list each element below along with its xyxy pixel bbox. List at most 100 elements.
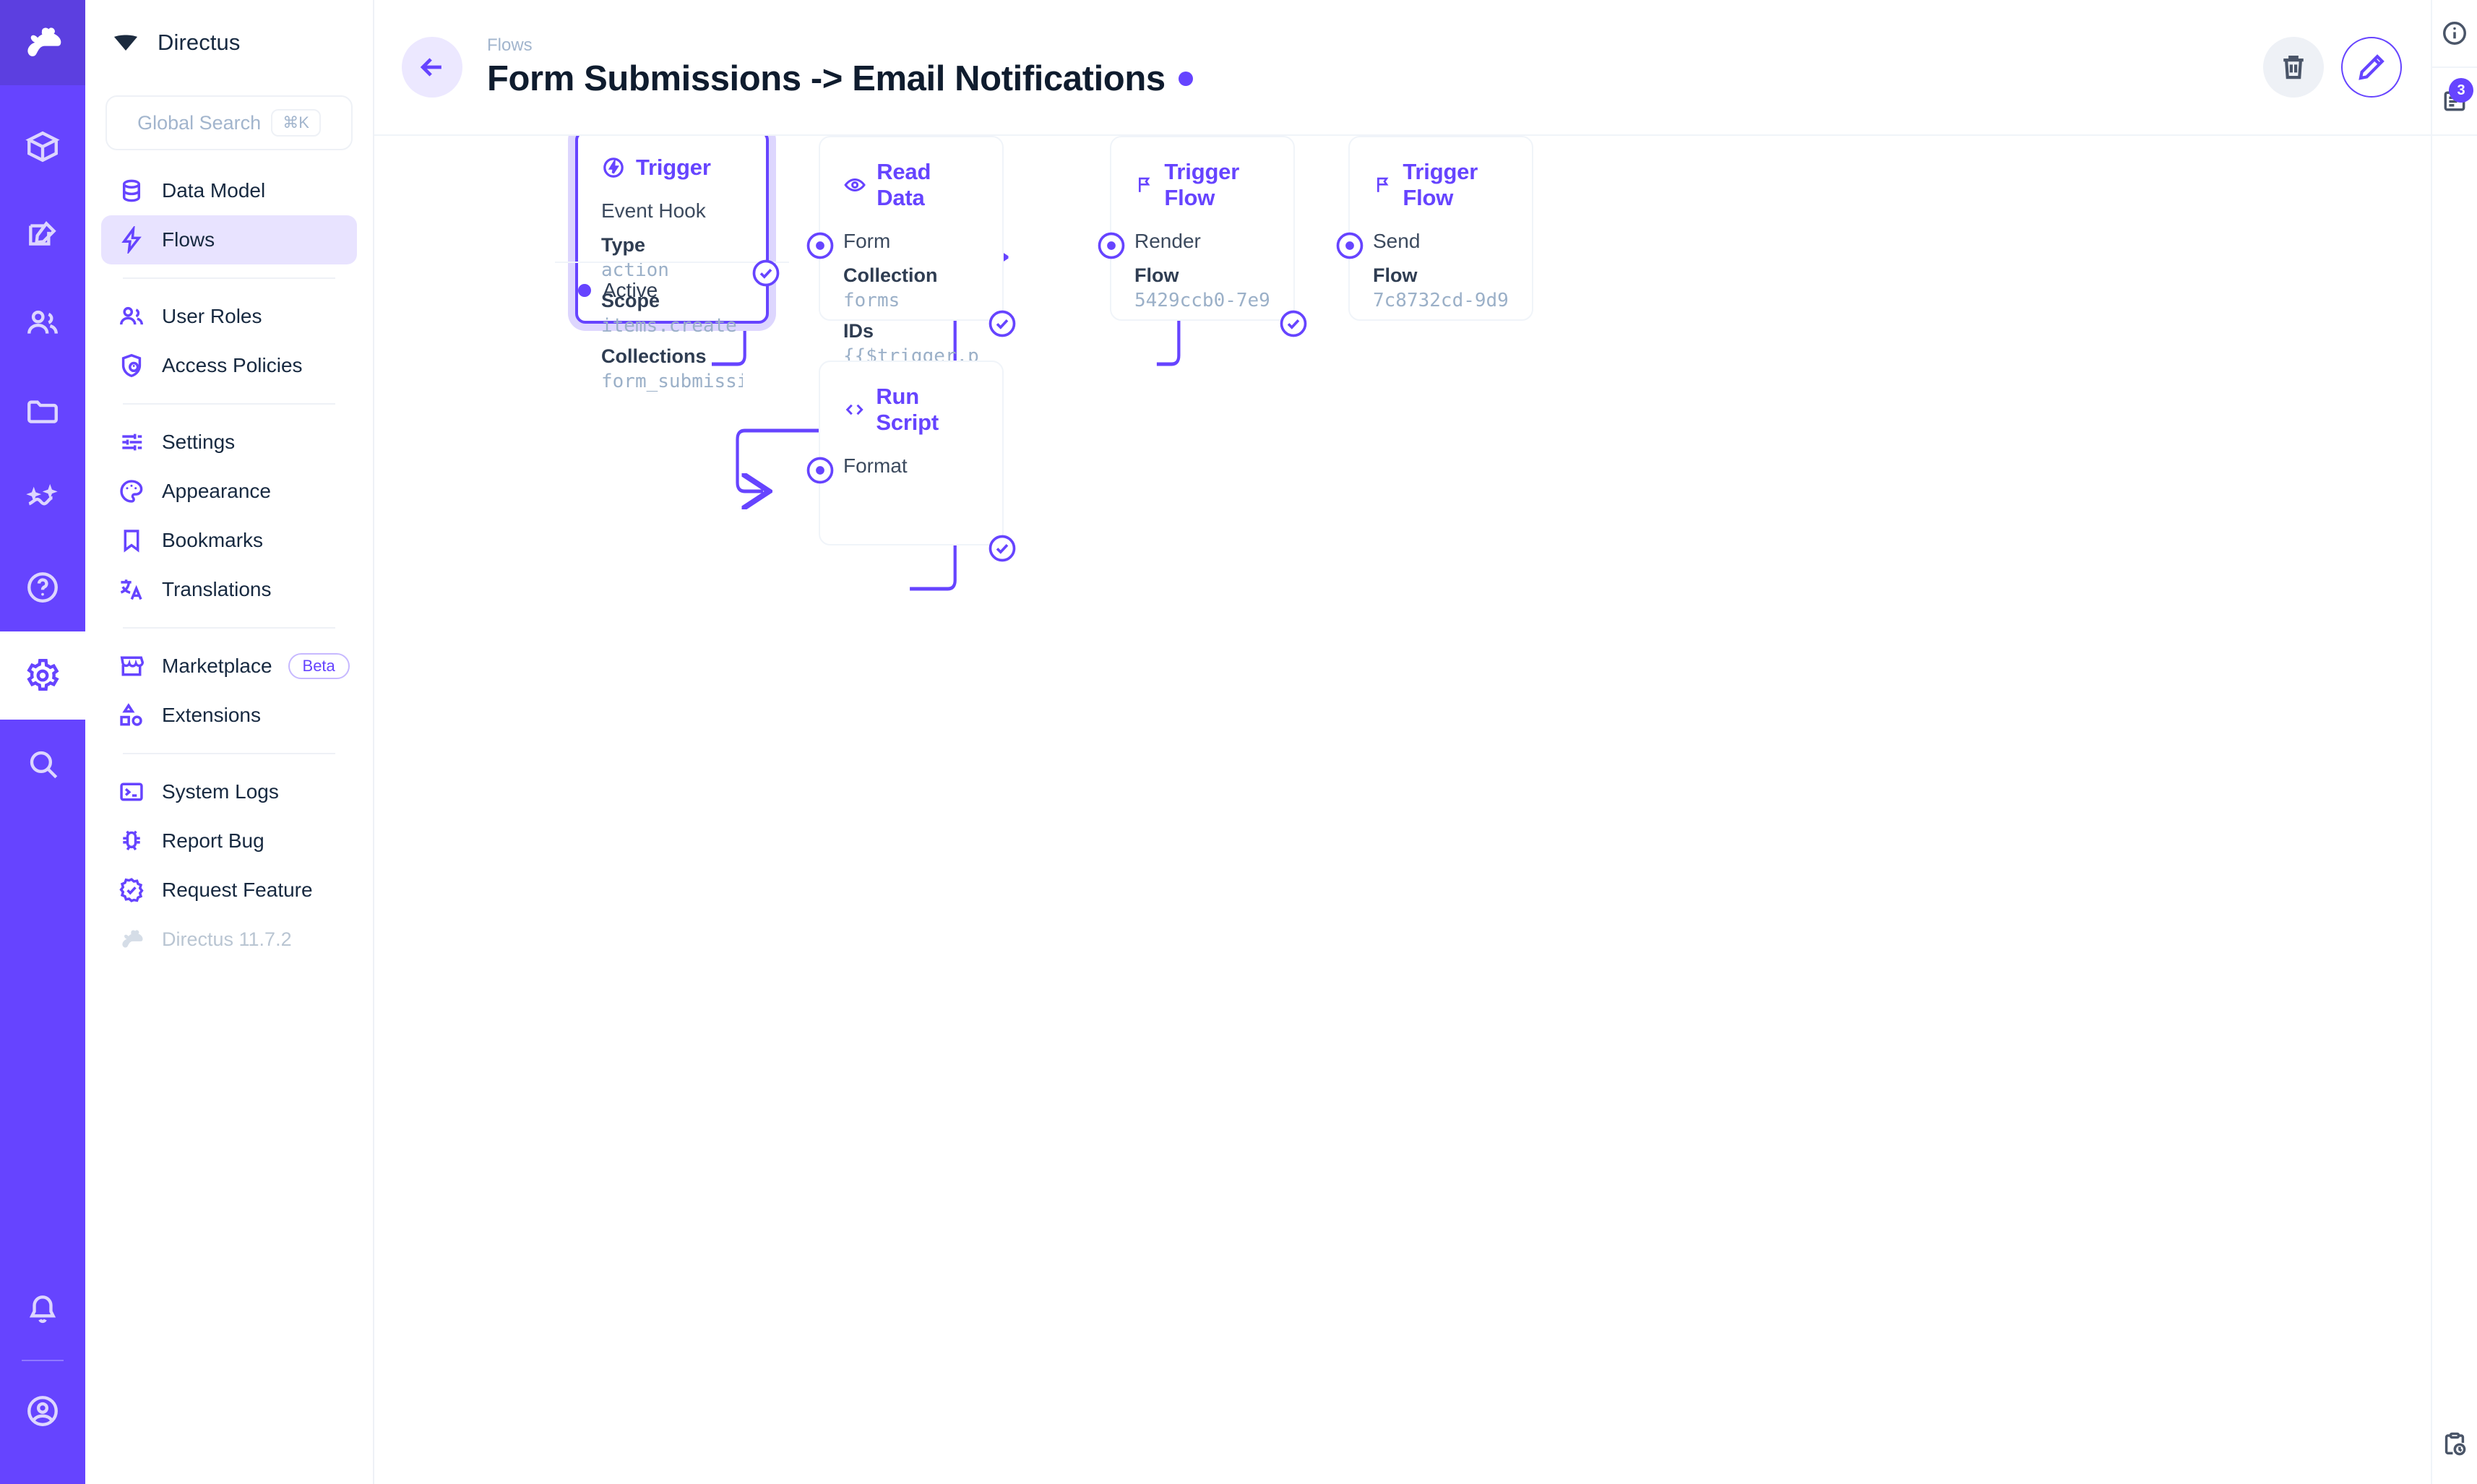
sidebar-item-label: System Logs xyxy=(162,780,279,803)
sidebar-item-marketplace[interactable]: Marketplace Beta xyxy=(101,642,357,691)
node-output-handle[interactable] xyxy=(986,308,1018,340)
module-item-editor[interactable] xyxy=(0,191,85,279)
bolt-icon xyxy=(117,225,146,254)
sidebar-item-label: Marketplace xyxy=(162,655,272,677)
module-bar xyxy=(0,0,85,1484)
node-subtitle: Event Hook xyxy=(601,199,706,222)
folder-icon xyxy=(27,400,58,423)
flow-canvas[interactable]: Trigger Event Hook Type action Scope ite… xyxy=(374,136,2431,1484)
bell-icon xyxy=(29,1295,56,1324)
node-output-handle[interactable] xyxy=(986,532,1018,564)
node-title: Trigger Flow xyxy=(1373,159,1509,211)
node-input-handle[interactable] xyxy=(1334,230,1366,262)
sidebar-item-system-logs[interactable]: System Logs xyxy=(101,767,357,816)
activity-log-button[interactable] xyxy=(2431,1405,2477,1484)
title-block: Flows Form Submissions -> Email Notifica… xyxy=(487,35,1193,99)
project-header: Directus xyxy=(85,0,373,85)
module-item-settings[interactable] xyxy=(0,631,85,720)
arrow-left-icon xyxy=(420,58,441,77)
verified-icon xyxy=(117,876,146,905)
node-status-footer: Active xyxy=(555,262,789,302)
node-title-text: Read Data xyxy=(876,159,931,210)
module-item-content[interactable] xyxy=(0,103,85,191)
global-search-input[interactable]: Global Search ⌘K xyxy=(105,95,353,150)
node-output-handle[interactable] xyxy=(750,257,782,289)
sidebar-item-label: Data Model xyxy=(162,179,266,202)
flag-icon xyxy=(1377,177,1389,192)
sidebar-item-label: Translations xyxy=(162,578,272,600)
field-label: Collections xyxy=(601,345,707,367)
sidebar-item-settings[interactable]: Settings xyxy=(101,418,357,467)
module-item-account[interactable] xyxy=(0,1367,85,1455)
sidebar-item-request-feature[interactable]: Request Feature xyxy=(101,866,357,915)
sidebar-item-bookmarks[interactable]: Bookmarks xyxy=(101,516,357,565)
sidebar-item-extensions[interactable]: Extensions xyxy=(101,691,357,740)
node-title-text: Trigger Flow xyxy=(1403,159,1478,210)
main-inner: Flows Form Submissions -> Email Notifica… xyxy=(374,0,2431,1484)
flow-logs-button[interactable]: 3 xyxy=(2431,68,2477,136)
sidebar-divider xyxy=(123,403,335,405)
back-button[interactable] xyxy=(402,37,462,98)
module-item-notifications[interactable] xyxy=(0,1266,85,1354)
module-item-insights[interactable] xyxy=(0,455,85,543)
sidebar-item-label: Request Feature xyxy=(162,879,313,901)
module-item-help[interactable] xyxy=(0,543,85,631)
sidebar-item-user-roles[interactable]: User Roles xyxy=(101,292,357,341)
sidebar-item-label: Bookmarks xyxy=(162,529,264,551)
sidebar-item-flows[interactable]: Flows xyxy=(101,215,357,264)
breadcrumb[interactable]: Flows xyxy=(487,35,533,55)
bookmark-icon xyxy=(117,526,146,555)
translate-icon xyxy=(117,575,146,604)
terminal-icon xyxy=(117,777,146,806)
bug-icon xyxy=(117,827,146,855)
sidebar-item-label: Access Policies xyxy=(162,354,303,376)
page-title: Form Submissions -> Email Notifications xyxy=(487,59,1166,98)
node-input-handle[interactable] xyxy=(804,230,836,262)
sidebar-version: Directus 11.7.2 xyxy=(101,915,357,964)
directus-mark-icon xyxy=(114,35,137,51)
module-item-file-library[interactable] xyxy=(0,367,85,455)
header-actions xyxy=(2263,37,2402,98)
users-icon xyxy=(27,310,58,334)
flow-node-trigger-flow-render[interactable]: Trigger Flow Render Flow 5429ccb0-7e97-4… xyxy=(1098,136,1307,337)
sidebar-item-translations[interactable]: Translations xyxy=(101,565,357,614)
node-title: Trigger xyxy=(601,155,743,181)
node-output-handle[interactable] xyxy=(1278,308,1309,340)
sidebar-item-report-bug[interactable]: Report Bug xyxy=(101,816,357,866)
info-sidebar-button[interactable] xyxy=(2431,0,2477,68)
sidebar-item-access-policies[interactable]: Access Policies xyxy=(101,341,357,390)
field-label: Flow xyxy=(1373,264,1418,286)
sidebar-item-label: Settings xyxy=(162,431,236,453)
field-label: Collection xyxy=(843,264,938,286)
flow-node-run-script[interactable]: Run Script Format xyxy=(806,361,1016,562)
search-icon xyxy=(30,751,58,779)
module-bottom-group xyxy=(0,1266,85,1484)
node-subtitle: Format xyxy=(843,454,908,477)
sidebar-item-data-model[interactable]: Data Model xyxy=(101,166,357,215)
account-circle-icon xyxy=(27,1396,58,1426)
edit-flow-button[interactable] xyxy=(2341,37,2402,98)
sidebar-item-appearance[interactable]: Appearance xyxy=(101,467,357,516)
edit-square-icon xyxy=(29,221,56,246)
node-subtitle: Render xyxy=(1134,230,1201,252)
clipboard-clock-icon xyxy=(2444,1432,2466,1456)
sidebar-divider xyxy=(123,277,335,279)
flow-node-trigger-flow-send[interactable]: Trigger Flow Send Flow 7c8732cd-9d9e-44b… xyxy=(1336,136,1533,321)
node-input-handle[interactable] xyxy=(1095,230,1127,262)
sidebar-nav-list: Data Model Flows User Roles Acc xyxy=(85,150,373,964)
flow-node-trigger[interactable]: Trigger Event Hook Type action Scope ite… xyxy=(555,136,789,392)
flow-status-dot xyxy=(1178,72,1193,86)
directus-logo[interactable] xyxy=(0,0,85,85)
module-item-user-directory[interactable] xyxy=(0,279,85,367)
node-input-handle[interactable] xyxy=(804,454,836,486)
global-search-shortcut: ⌘K xyxy=(271,109,321,137)
delete-flow-button[interactable] xyxy=(2263,37,2324,98)
flow-node-read-data[interactable]: Read Data Form Collection forms IDs {{$t… xyxy=(806,136,1016,367)
directus-rabbit-logo-icon xyxy=(27,27,61,56)
palette-icon xyxy=(117,477,146,506)
trash-icon xyxy=(2283,55,2304,79)
module-divider xyxy=(22,1360,64,1361)
module-item-search[interactable] xyxy=(0,720,85,808)
shapes-icon xyxy=(117,701,146,730)
